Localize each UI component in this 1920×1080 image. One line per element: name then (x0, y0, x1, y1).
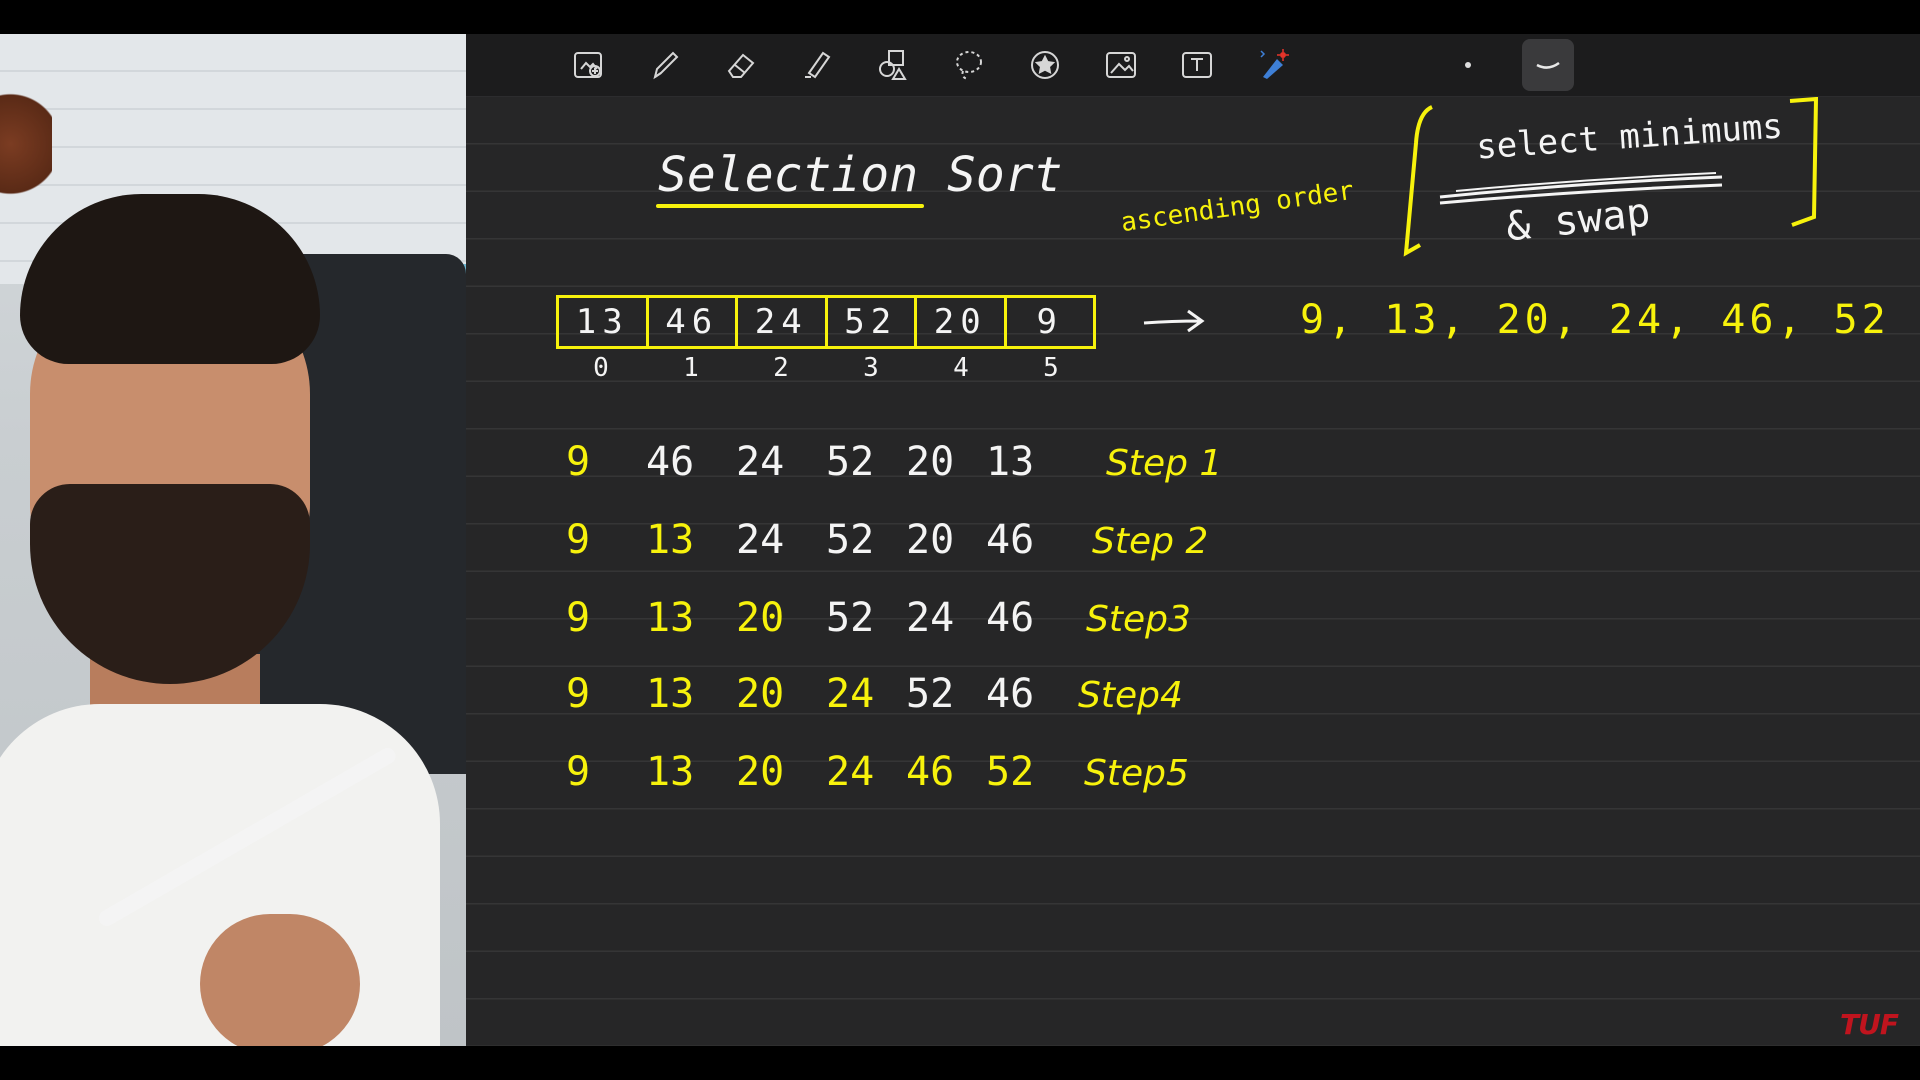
presenter (0, 184, 440, 1046)
step-value: 52 (826, 595, 875, 641)
array-index: 3 (863, 353, 879, 383)
array-index: 4 (953, 353, 969, 383)
step-value: 52 (826, 517, 875, 563)
step-label: Step3 (1086, 599, 1191, 640)
step-value: 13 (646, 517, 695, 563)
presenter-hair (20, 194, 320, 364)
step-row: 9 13 24 52 20 46 (566, 517, 1106, 573)
array-cell: 46 (649, 298, 738, 346)
step-label: Step 1 (1106, 443, 1223, 484)
insert-page-icon[interactable] (566, 42, 612, 88)
array-cell: 52 (828, 298, 917, 346)
step-value: 9 (566, 517, 591, 563)
step-value: 52 (906, 671, 955, 717)
step-value: 13 (646, 595, 695, 641)
shapes-icon[interactable] (870, 42, 916, 88)
step-value: 24 (736, 439, 785, 485)
concept-divider (1439, 172, 1723, 205)
step-value: 9 (566, 595, 591, 641)
step-value: 20 (736, 595, 785, 641)
step-value: 24 (826, 749, 875, 795)
step-label: Step4 (1078, 675, 1183, 716)
step-row: 9 13 20 24 46 52 (566, 749, 1106, 805)
step-label: Step5 (1084, 753, 1189, 794)
array-cell: 13 (559, 298, 649, 346)
step-value: 24 (826, 671, 875, 717)
array-indices: 0 1 2 3 4 5 (556, 353, 1096, 383)
step-value: 46 (986, 595, 1035, 641)
step-value: 9 (566, 671, 591, 717)
pen-size-dot[interactable] (1465, 62, 1471, 68)
step-value: 9 (566, 439, 591, 485)
sticker-icon[interactable] (1022, 42, 1068, 88)
concept-line-1: select minimums (1474, 106, 1785, 168)
step-row: 9 46 24 52 20 13 (566, 439, 1106, 495)
watermark-logo: TUF (1840, 1008, 1899, 1041)
step-value: 20 (736, 749, 785, 795)
step-value: 24 (906, 595, 955, 641)
array-index: 5 (1043, 353, 1059, 383)
step-row: 9 13 20 24 52 46 (566, 671, 1106, 727)
text-icon[interactable] (1174, 42, 1220, 88)
title-underline (656, 204, 924, 208)
image-icon[interactable] (1098, 42, 1144, 88)
webcam-video (0, 34, 466, 1046)
step-value: 46 (906, 749, 955, 795)
pen-icon[interactable] (642, 42, 688, 88)
webcam-plant (0, 74, 52, 214)
step-value: 52 (826, 439, 875, 485)
ascending-note: ascending order (1119, 175, 1356, 239)
bracket-left (1403, 105, 1433, 257)
step-value: 13 (646, 749, 695, 795)
eraser-icon[interactable] (718, 42, 764, 88)
sorted-result: 9, 13, 20, 24, 46, 52 (1300, 297, 1890, 343)
step-value: 46 (646, 439, 695, 485)
step-label: Step 2 (1092, 521, 1209, 562)
presenter-beard (30, 484, 310, 684)
step-value: 20 (736, 671, 785, 717)
step-value: 24 (736, 517, 785, 563)
step-value: 46 (986, 517, 1035, 563)
bracket-right (1789, 97, 1819, 227)
note-canvas[interactable]: Selection Sort ascending order select mi… (466, 97, 1920, 1046)
array-index: 1 (683, 353, 699, 383)
step-row: 9 13 20 52 24 46 (566, 595, 1106, 651)
array-cell: 24 (738, 298, 828, 346)
array-index: 0 (593, 353, 609, 383)
drawing-toolbar (466, 34, 1920, 97)
step-value: 13 (986, 439, 1035, 485)
step-value: 20 (906, 439, 955, 485)
presenter-hand (200, 914, 360, 1046)
highlighter-icon[interactable] (794, 42, 840, 88)
stroke-style-button[interactable] (1522, 39, 1574, 91)
array-cell: 9 (1036, 302, 1063, 342)
step-value: 46 (986, 671, 1035, 717)
step-value: 20 (906, 517, 955, 563)
page-title: Selection Sort (658, 147, 1063, 203)
step-value: 13 (646, 671, 695, 717)
array-cell: 20 (917, 298, 1007, 346)
arrow-icon (1143, 309, 1205, 333)
array-index: 2 (773, 353, 789, 383)
step-value: 52 (986, 749, 1035, 795)
laser-pointer-icon[interactable] (1250, 42, 1296, 88)
step-value: 9 (566, 749, 591, 795)
lasso-icon[interactable] (946, 42, 992, 88)
